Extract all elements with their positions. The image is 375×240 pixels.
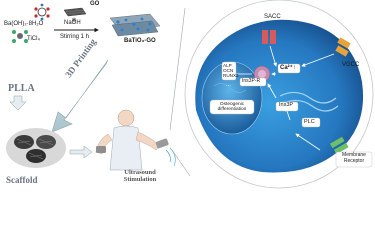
plla-label: PLLA (8, 83, 35, 94)
receptor-to-plc-arrow (295, 133, 321, 151)
3d-printing-arrow (51, 59, 109, 133)
zoom-lines (169, 7, 191, 177)
ba-precursor-cluster (34, 3, 50, 21)
ca-label: Ca²⁺↑ (280, 65, 296, 71)
genes-label: ALP OCN RUNX2 (223, 63, 239, 79)
genes-box (221, 61, 237, 81)
vgcc-label: VGCC (342, 62, 360, 68)
differentiation-box (209, 99, 255, 115)
differentiation-label: Osteogenic differentiation (217, 102, 247, 113)
naoh-label: NaOH (64, 20, 81, 26)
product-label: BaTiO₃-GO (124, 38, 156, 44)
membrane-receptor (329, 136, 349, 155)
plc-label: PLC (304, 118, 315, 125)
er-membrane (279, 91, 337, 104)
membrane-receptor-box (335, 151, 373, 168)
patient-figure (95, 109, 176, 171)
ti-precursor-cluster (12, 30, 28, 43)
ba-precursor-label: Ba(OH)₂·8H₂O (4, 21, 44, 27)
cell-body (195, 19, 364, 173)
ca-box (277, 63, 301, 74)
ins3p-r-box (239, 77, 267, 87)
vgcc-channel (335, 37, 351, 57)
scaffold-image (6, 128, 66, 168)
stirring-label: Stirring 1 h (60, 34, 90, 40)
plc-box (301, 117, 321, 128)
stir-icon: ✲ (71, 17, 76, 24)
ins3p-box (275, 101, 299, 112)
ins3p-label: Ins3P (279, 102, 294, 108)
ti-precursor-label: TiCl₄ (27, 36, 40, 42)
go-label: GO (90, 1, 100, 7)
sacc-label: SACC (264, 14, 281, 20)
ins3p-to-receptor-arrow (267, 83, 277, 99)
diagram-canvas: ✲ (4, 0, 374, 189)
membrane-receptor-label: Membrane Receptor (342, 152, 366, 164)
diagram-graphics: ✲ (6, 0, 374, 189)
sacc-channel (262, 30, 276, 44)
plla-arrow (9, 95, 27, 111)
ultrasound-label: Ultrasound Stimulation (123, 169, 157, 183)
scaffold-arrow (69, 145, 93, 159)
ins3p-r-label: Ins3P-R (242, 78, 261, 84)
sacc-to-ca-arrow (269, 45, 277, 67)
ellipsis-label: ... (226, 82, 232, 88)
go-sheet (63, 7, 87, 17)
vgcc-to-ca-arrow (301, 53, 335, 67)
batio3-go-product (109, 13, 161, 37)
scaffold-label: Scaffold (6, 175, 38, 185)
